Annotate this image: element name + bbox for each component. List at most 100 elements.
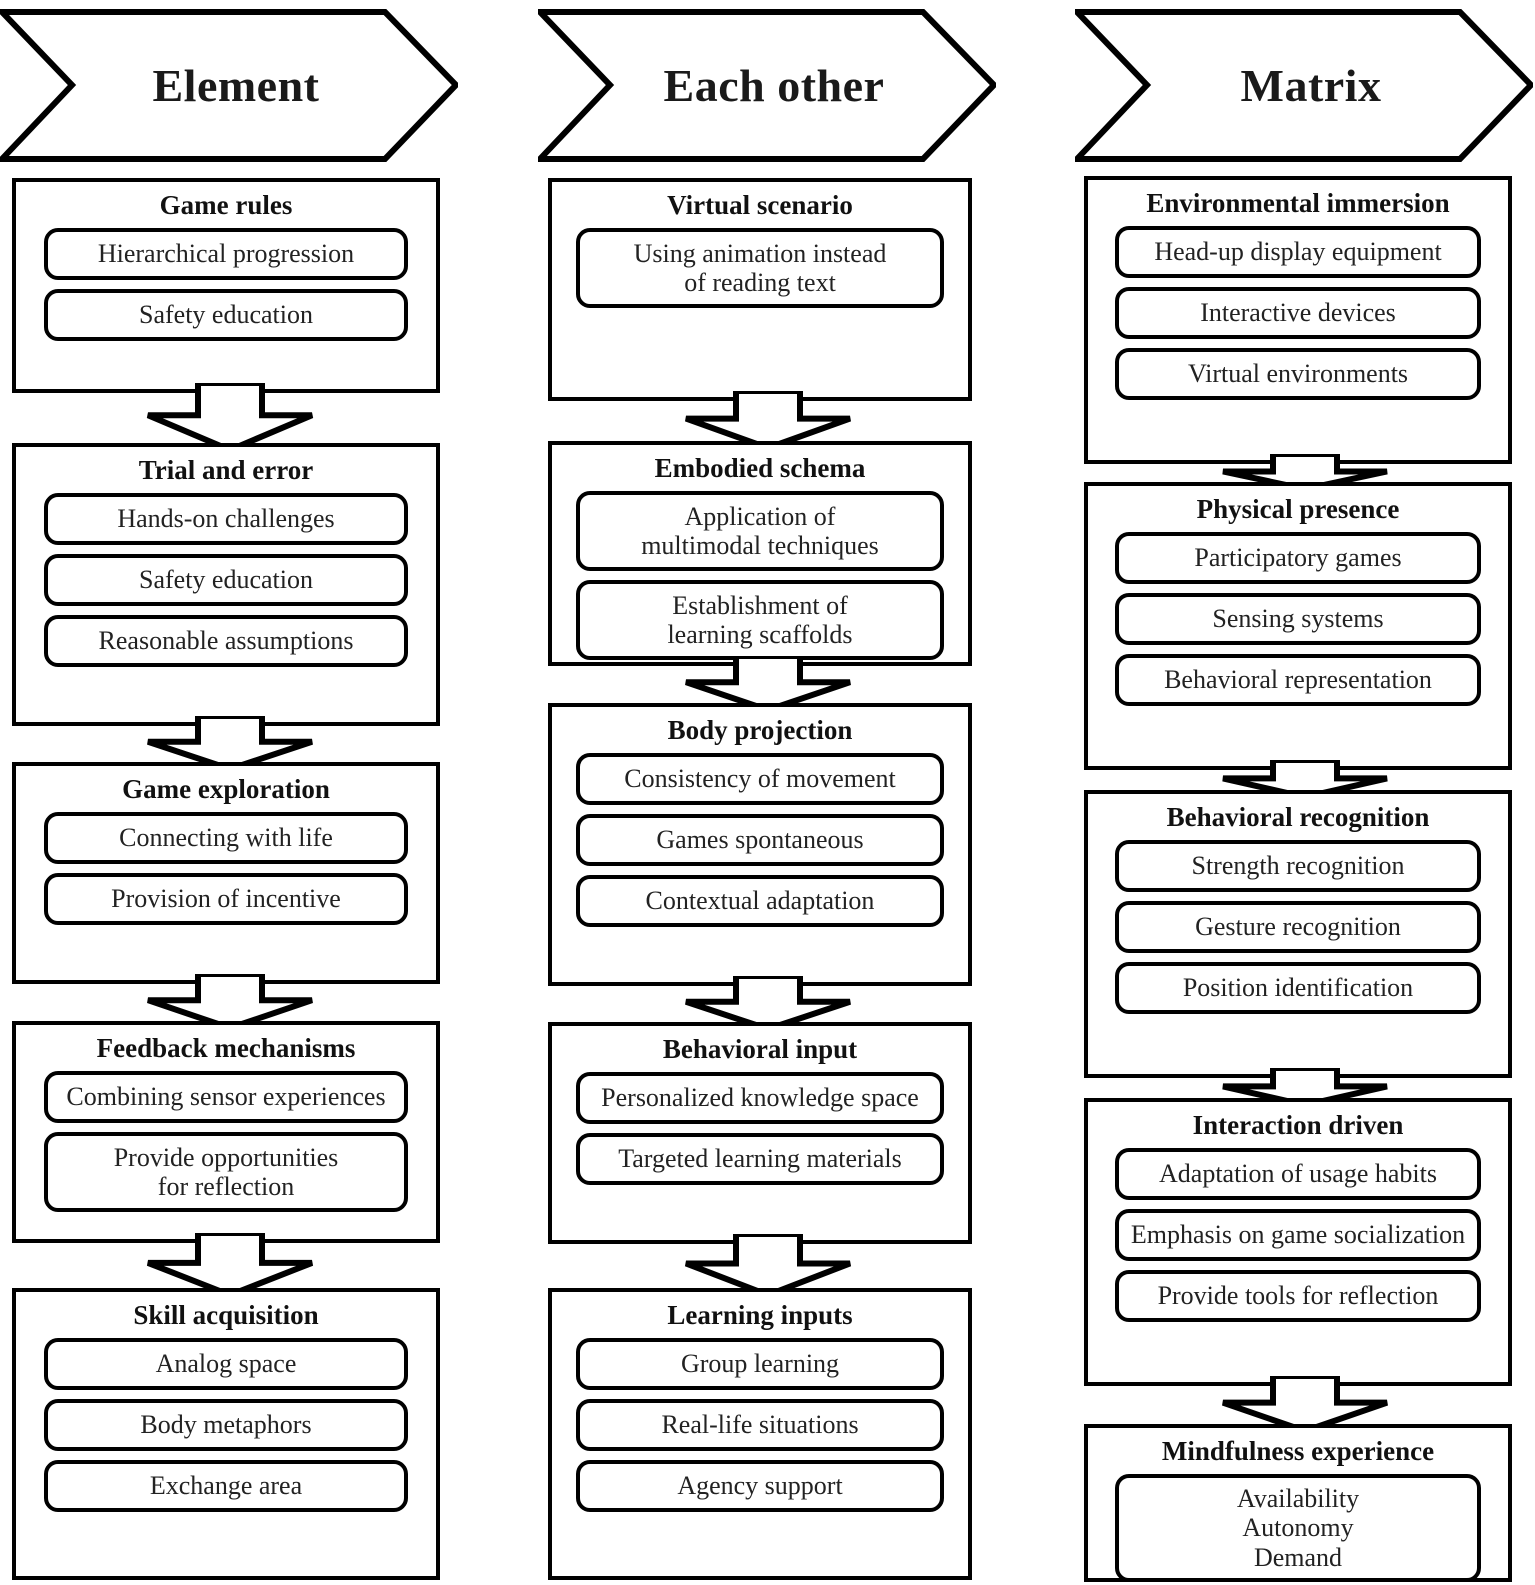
stage-item[interactable]: Position identification [1115,962,1481,1014]
flow-arrow-down-icon [1217,454,1393,492]
stage-title: Game exploration [122,774,330,804]
stage-item[interactable]: Personalized knowledge space [576,1072,944,1124]
stage-title: Interaction driven [1192,1110,1404,1140]
column-header-label: Element [152,60,320,111]
flow-arrow-down-icon [680,656,856,713]
stage-item[interactable]: Agency support [576,1460,944,1512]
stage-title: Behavioral recognition [1166,802,1430,832]
stage-item[interactable]: Head-up display equipment [1115,226,1481,278]
flow-arrow-down-icon [142,716,318,772]
flow-arrow-down-icon [1217,1376,1393,1434]
stage-item[interactable]: Reasonable assumptions [44,615,408,667]
stage-item[interactable]: Provide opportunities for reflection [44,1132,408,1212]
stage-item[interactable]: Emphasis on game socialization [1115,1209,1481,1261]
stage-title: Trial and error [138,455,314,485]
stage-item[interactable]: Group learning [576,1338,944,1390]
stage-title: Environmental immersion [1146,188,1450,218]
stage-item[interactable]: Body metaphors [44,1399,408,1451]
flow-arrow-down-icon [1217,1068,1393,1108]
stage-item[interactable]: Connecting with life [44,812,408,864]
flow-arrow-down-icon [680,391,856,451]
stage-item[interactable]: Consistency of movement [576,753,944,805]
stage-item[interactable]: Hands-on challenges [44,493,408,545]
stage-item[interactable]: Analog space [44,1338,408,1390]
column-header-chevron: Each other [538,8,996,163]
stage-title: Behavioral input [662,1034,858,1064]
stage-title: Game rules [159,190,293,220]
flow-arrow-down-icon [1217,760,1393,800]
stage-item[interactable]: Provision of incentive [44,873,408,925]
flow-arrow-down-icon [680,976,856,1032]
stage-title: Skill acquisition [133,1300,319,1330]
stage-item[interactable]: Application of multimodal techniques [576,491,944,571]
column-header-chevron: Element [0,8,458,163]
stage-item[interactable]: Availability Autonomy Demand [1115,1474,1481,1582]
stage-item-list: Using animation instead of reading text [552,228,968,308]
stage-title: Feedback mechanisms [96,1033,356,1063]
stage-item[interactable]: Hierarchical progression [44,228,408,280]
stage-item[interactable]: Using animation instead of reading text [576,228,944,308]
stage-item-list: Availability Autonomy Demand [1088,1474,1508,1582]
column-header-label: Each other [663,60,885,111]
stage-item[interactable]: Combining sensor experiences [44,1071,408,1123]
column-header-chevron: Matrix [1075,8,1533,163]
stage-item[interactable]: Provide tools for reflection [1115,1270,1481,1322]
stage-item[interactable]: Targeted learning materials [576,1133,944,1185]
stage-item[interactable]: Games spontaneous [576,814,944,866]
flow-arrow-down-icon [142,974,318,1031]
stage-title: Physical presence [1196,494,1400,524]
stage-item[interactable]: Contextual adaptation [576,875,944,927]
column-header-label: Matrix [1240,60,1382,111]
stage-item[interactable]: Gesture recognition [1115,901,1481,953]
stage-item[interactable]: Strength recognition [1115,840,1481,892]
stage-title: Virtual scenario [667,190,853,220]
flow-arrow-down-icon [142,383,318,453]
stage-item[interactable]: Sensing systems [1115,593,1481,645]
stage-item[interactable]: Safety education [44,554,408,606]
stage-item[interactable]: Participatory games [1115,532,1481,584]
stage-item[interactable]: Real-life situations [576,1399,944,1451]
stage-title: Body projection [667,715,853,745]
stage-title: Learning inputs [667,1300,853,1330]
stage-item[interactable]: Adaptation of usage habits [1115,1148,1481,1200]
stage-item[interactable]: Exchange area [44,1460,408,1512]
stage-item[interactable]: Safety education [44,289,408,341]
stage-item[interactable]: Behavioral representation [1115,654,1481,706]
stage-item[interactable]: Virtual environments [1115,348,1481,400]
flow-arrow-down-icon [680,1234,856,1298]
flow-arrow-down-icon [142,1233,318,1298]
stage-item[interactable]: Interactive devices [1115,287,1481,339]
stage-item[interactable]: Establishment of learning scaffolds [576,580,944,660]
